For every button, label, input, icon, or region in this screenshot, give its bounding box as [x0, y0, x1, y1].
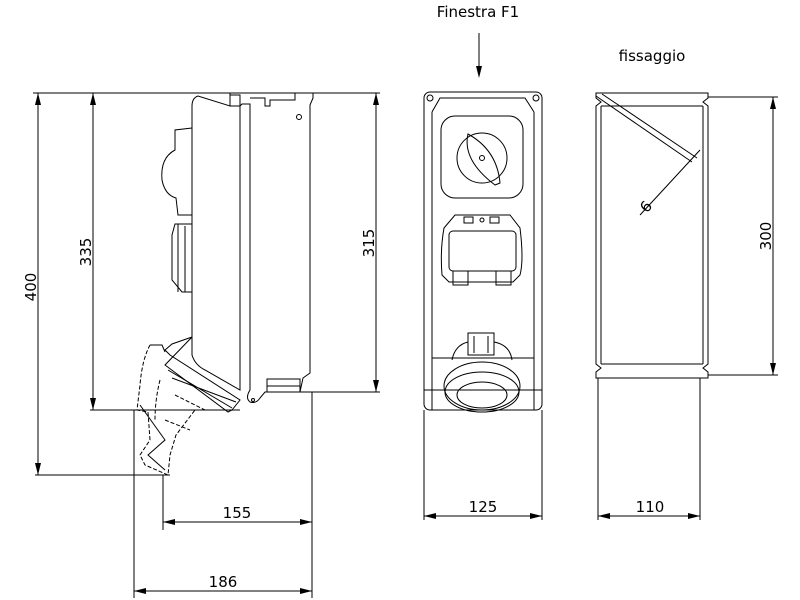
dimension-315: 315 [360, 93, 379, 392]
dimension-400: 400 [22, 93, 41, 475]
fixing-view: fissaggio 6 300 110 [595, 47, 778, 520]
socket-cover-icon [440, 214, 523, 286]
dimension-335: 335 [77, 93, 96, 410]
dimension-label: 155 [223, 504, 252, 522]
dimension-186: 186 [134, 573, 312, 594]
window-title-label: Finestra F1 [437, 3, 519, 21]
dimension-110: 110 [598, 498, 700, 519]
dimension-300: 300 [757, 97, 776, 375]
dimension-label: 110 [636, 498, 665, 516]
front-view: Finestra F1 [423, 3, 543, 520]
switch-housing [440, 115, 524, 199]
dimension-label: 186 [209, 573, 238, 591]
round-socket-icon [443, 332, 521, 413]
fixing-title-label: fissaggio [619, 47, 686, 65]
side-view: 400 335 315 155 186 [22, 92, 380, 598]
dimension-125: 125 [424, 498, 542, 519]
arrow-down-icon [476, 33, 482, 78]
dimension-label: 125 [469, 498, 498, 516]
dimension-label: 335 [77, 238, 95, 267]
rotary-switch-icon [456, 132, 508, 186]
dimension-155: 155 [163, 504, 312, 525]
dimension-label: 400 [22, 273, 40, 302]
dimension-label: 315 [360, 229, 378, 258]
dimension-label: 300 [757, 222, 775, 251]
